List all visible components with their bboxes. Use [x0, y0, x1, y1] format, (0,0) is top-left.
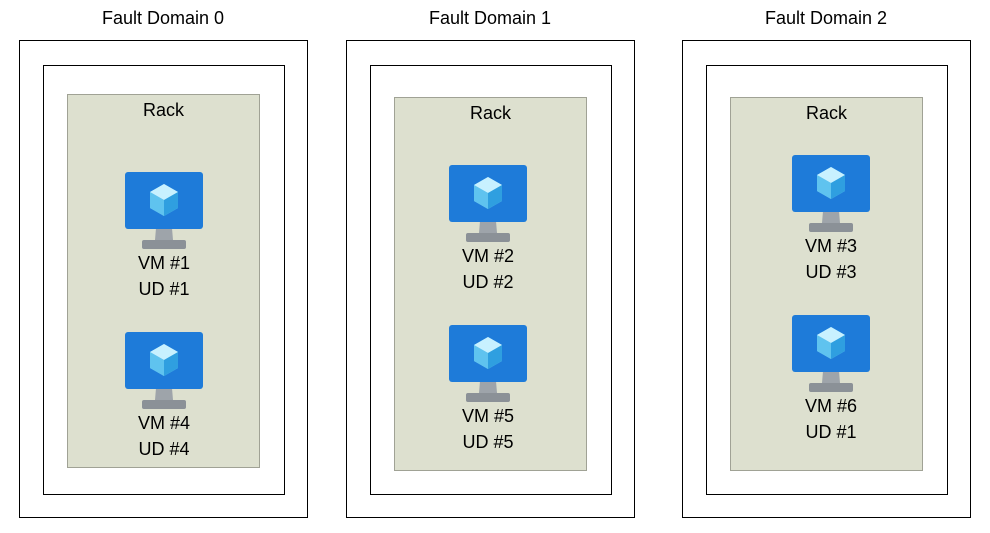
- virtual-machine-icon: [125, 332, 203, 409]
- rack-label: Rack: [142, 100, 184, 120]
- virtual-machine-icon: [792, 155, 870, 232]
- update-domain: UD #1: [138, 279, 190, 299]
- vm-name: VM #5: [461, 406, 515, 426]
- rack-label: Rack: [805, 103, 847, 123]
- vm-name: VM #4: [137, 413, 191, 433]
- domain-title-1: Fault Domain 1: [428, 8, 552, 28]
- vm-name: VM #2: [461, 246, 515, 266]
- fault-domain-1: Rack VM #2 UD #2: [346, 40, 635, 518]
- vm-5: VM #5 UD #5: [428, 325, 548, 455]
- vm-name: VM #1: [137, 253, 191, 273]
- virtual-machine-icon: [792, 315, 870, 392]
- update-domain: UD #2: [462, 272, 514, 292]
- server-box-2: Rack VM #3 UD #3: [706, 65, 948, 495]
- server-box-0: Rack VM #1 UD #1: [43, 65, 285, 495]
- update-domain: UD #1: [805, 422, 857, 442]
- rack-2: Rack VM #3 UD #3: [730, 97, 923, 471]
- vm-4: VM #4 UD #4: [104, 332, 224, 462]
- vm-2: VM #2 UD #2: [428, 165, 548, 295]
- vm-name: VM #3: [804, 236, 858, 256]
- update-domain: UD #5: [462, 432, 514, 452]
- update-domain: UD #4: [138, 439, 190, 459]
- rack-0: Rack VM #1 UD #1: [67, 94, 260, 468]
- update-domain: UD #3: [805, 262, 857, 282]
- rack-label: Rack: [469, 103, 511, 123]
- vm-6: VM #6 UD #1: [771, 315, 891, 445]
- rack-1: Rack VM #2 UD #2: [394, 97, 587, 471]
- virtual-machine-icon: [125, 172, 203, 249]
- domain-title-0: Fault Domain 0: [101, 8, 225, 28]
- virtual-machine-icon: [449, 325, 527, 402]
- vm-1: VM #1 UD #1: [104, 172, 224, 302]
- fault-domain-0: Rack VM #1 UD #1: [19, 40, 308, 518]
- vm-name: VM #6: [804, 396, 858, 416]
- vm-3: VM #3 UD #3: [771, 155, 891, 285]
- domain-title-2: Fault Domain 2: [764, 8, 888, 28]
- virtual-machine-icon: [449, 165, 527, 242]
- fault-domain-2: Rack VM #3 UD #3: [682, 40, 971, 518]
- server-box-1: Rack VM #2 UD #2: [370, 65, 612, 495]
